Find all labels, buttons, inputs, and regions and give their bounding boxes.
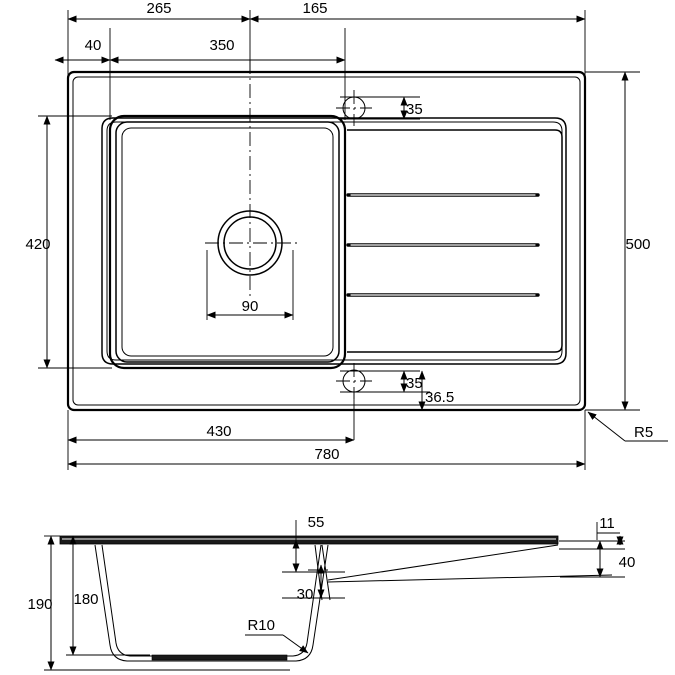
bowl-mid-outline xyxy=(115,121,340,363)
dim-label-90: 90 xyxy=(242,298,259,315)
drain-hole-group xyxy=(205,60,297,300)
bowl-base-plate xyxy=(151,654,288,661)
dim-label-55: 55 xyxy=(308,514,325,531)
dim-label-R5: R5 xyxy=(634,424,653,441)
section-right-wall-b xyxy=(321,544,331,601)
bowl-section-inner xyxy=(101,544,322,657)
dim-label-tap35-top: 35 xyxy=(406,101,423,118)
dim-label-11: 11 xyxy=(599,515,615,532)
sink-outer-inner-offset xyxy=(72,76,581,406)
dim-label-tap35-bottom: 35 xyxy=(406,375,423,392)
dim-label-180: 180 xyxy=(73,591,98,608)
drainboard-outline xyxy=(347,129,563,353)
drainboard-grooves xyxy=(346,193,540,297)
dim-label-40: 40 xyxy=(85,37,102,54)
plan-dimension-lines: 265 165 40 350 420 500 90 35 35 xyxy=(25,0,668,468)
dim-label-R10: R10 xyxy=(247,617,275,634)
dim-label-30: 30 xyxy=(297,586,314,603)
section-dimension-lines: 190 180 55 30 11 40 R10 xyxy=(27,514,636,671)
drainboard-slope-lower xyxy=(327,574,613,583)
bowl-outer-outline xyxy=(108,114,347,370)
plan-view-group: 265 165 40 350 420 500 90 35 35 xyxy=(25,0,668,470)
leader-R5 xyxy=(587,411,626,442)
dim-label-265: 265 xyxy=(146,0,171,17)
bowl-section-outer xyxy=(94,544,329,662)
sink-deck-inner-offset xyxy=(106,121,563,361)
sink-outer-outline xyxy=(66,70,587,412)
sink-deck-outline xyxy=(101,117,567,365)
section-rim-bar xyxy=(59,535,559,545)
drainboard-slope-upper xyxy=(327,544,559,581)
dim-label-430: 430 xyxy=(206,423,231,440)
dim-label-350: 350 xyxy=(209,37,234,54)
section-view-group: 190 180 55 30 11 40 R10 xyxy=(27,514,636,671)
section-extension-lines xyxy=(44,520,625,671)
leader-R10 xyxy=(282,634,309,654)
dim-label-165: 165 xyxy=(302,0,327,17)
dim-label-500: 500 xyxy=(625,236,650,253)
dim-label-780: 780 xyxy=(314,446,339,463)
bowl-inner-outline xyxy=(121,127,334,357)
dim-label-420: 420 xyxy=(25,236,50,253)
dim-label-36-5: 36.5 xyxy=(425,389,454,406)
dim-label-40-section: 40 xyxy=(619,554,636,571)
dim-label-190: 190 xyxy=(27,596,52,613)
